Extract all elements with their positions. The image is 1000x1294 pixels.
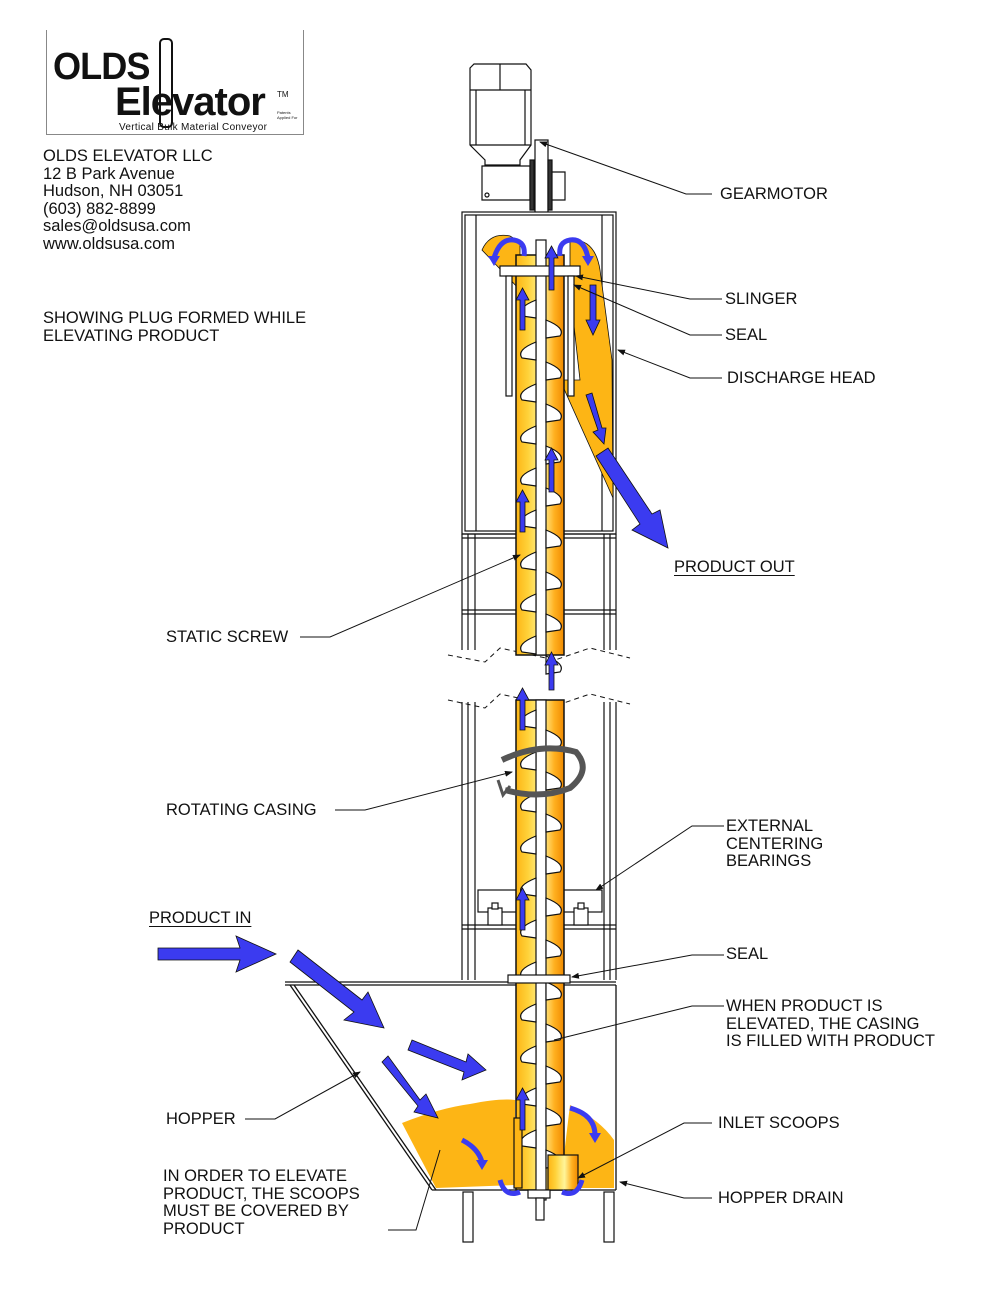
company-address: OLDS ELEVATOR LLC 12 B Park Avenue Hudso…	[43, 147, 213, 253]
logo-patent-note: Patents Applied For	[277, 110, 298, 120]
screw-flight	[520, 593, 562, 633]
screw-flight	[520, 751, 562, 791]
up-arrow	[544, 245, 559, 291]
label-inlet-scoops: INLET SCOOPS	[718, 1114, 840, 1132]
logo-tube-icon	[159, 38, 173, 128]
up-arrow	[544, 447, 559, 493]
label-line: IN ORDER TO ELEVATE	[163, 1167, 347, 1185]
product-in-arrow	[157, 935, 277, 973]
diagram-title-line: ELEVATING PRODUCT	[43, 326, 220, 345]
logo-tagline: Vertical Bulk Material Conveyor	[119, 122, 268, 133]
up-arrow	[515, 687, 530, 731]
label-line: IS FILLED WITH PRODUCT	[726, 1032, 936, 1050]
label-discharge-head: DISCHARGE HEAD	[727, 369, 876, 387]
curved-arrow-heads	[476, 256, 601, 1170]
up-arrow	[515, 887, 530, 931]
up-arrow	[515, 287, 530, 331]
screw-flight	[520, 551, 562, 591]
logo-word-olds: OLDS	[53, 46, 150, 88]
diagram-title-line: SHOWING PLUG FORMED WHILE	[43, 309, 307, 327]
logo-word-elevator: Elevator	[115, 80, 266, 124]
hopper-product	[402, 1099, 515, 1188]
gearmotor	[469, 63, 566, 221]
label-casing-filled: WHEN PRODUCT IS ELEVATED, THE CASING IS …	[726, 997, 936, 1051]
label-scoops-note: IN ORDER TO ELEVATE PRODUCT, THE SCOOPS …	[163, 1167, 360, 1238]
feed-arrow	[289, 949, 385, 1029]
hopper-legs	[462, 1191, 615, 1243]
up-arrow	[515, 489, 530, 533]
label-line: CENTERING	[726, 834, 824, 853]
label-product-in: PRODUCT IN	[149, 909, 252, 927]
label-rotating-casing: ROTATING CASING	[166, 801, 317, 819]
label-hopper-drain: HOPPER DRAIN	[718, 1189, 844, 1207]
slinger	[499, 265, 581, 397]
company-logo: OLDS Elevator TM Patents Applied For Ver…	[46, 30, 304, 135]
label-external-bearings: EXTERNAL CENTERING BEARINGS	[726, 817, 824, 871]
label-line: MUST BE COVERED BY	[163, 1202, 349, 1220]
label-line: PRODUCT	[163, 1219, 245, 1238]
label-slinger: SLINGER	[725, 290, 798, 308]
company-name: OLDS ELEVATOR LLC	[43, 147, 213, 165]
company-street: 12 B Park Avenue	[43, 164, 175, 183]
logo-trademark: TM	[277, 90, 289, 99]
screw-flight	[520, 1003, 562, 1043]
company-phone: (603) 882-8899	[43, 199, 156, 218]
label-seal-bottom: SEAL	[726, 945, 769, 963]
screw-flight	[520, 1045, 562, 1085]
product-out-arrow	[595, 447, 669, 549]
inlet-scoops	[513, 1117, 579, 1221]
label-line: EXTERNAL	[726, 817, 814, 835]
diagram-title: SHOWING PLUG FORMED WHILE ELEVATING PROD…	[43, 309, 307, 345]
company-city: Hudson, NH 03051	[43, 182, 184, 200]
label-gearmotor: GEARMOTOR	[720, 185, 828, 203]
label-product-out: PRODUCT OUT	[674, 558, 795, 576]
up-arrow	[515, 1087, 530, 1131]
feed-arrow	[407, 1039, 487, 1081]
leader-lines	[245, 141, 724, 1231]
feed-arrow	[381, 1055, 439, 1119]
screw-flight	[520, 383, 562, 423]
down-arrow	[585, 284, 601, 336]
label-hopper: HOPPER	[166, 1110, 236, 1128]
slinger-arrows	[460, 237, 598, 1196]
down-arrow	[585, 392, 607, 445]
company-email[interactable]: sales@oldsusa.com	[43, 217, 191, 235]
rotation-arrow-icon	[496, 745, 586, 799]
break-lines	[447, 647, 631, 709]
label-line: BEARINGS	[726, 852, 812, 870]
screw-flight	[520, 341, 562, 381]
label-seal-top: SEAL	[725, 326, 768, 344]
label-line: WHEN PRODUCT IS	[726, 997, 883, 1015]
screw-flight	[520, 835, 562, 875]
seal-bottom	[507, 974, 571, 984]
company-website[interactable]: www.oldsusa.com	[43, 234, 176, 253]
label-line: ELEVATED, THE CASING	[726, 1014, 920, 1033]
label-static-screw: STATIC SCREW	[166, 628, 289, 646]
flow-arrows	[157, 245, 669, 1131]
up-arrow	[544, 651, 559, 691]
label-line: PRODUCT, THE SCOOPS	[163, 1184, 360, 1203]
